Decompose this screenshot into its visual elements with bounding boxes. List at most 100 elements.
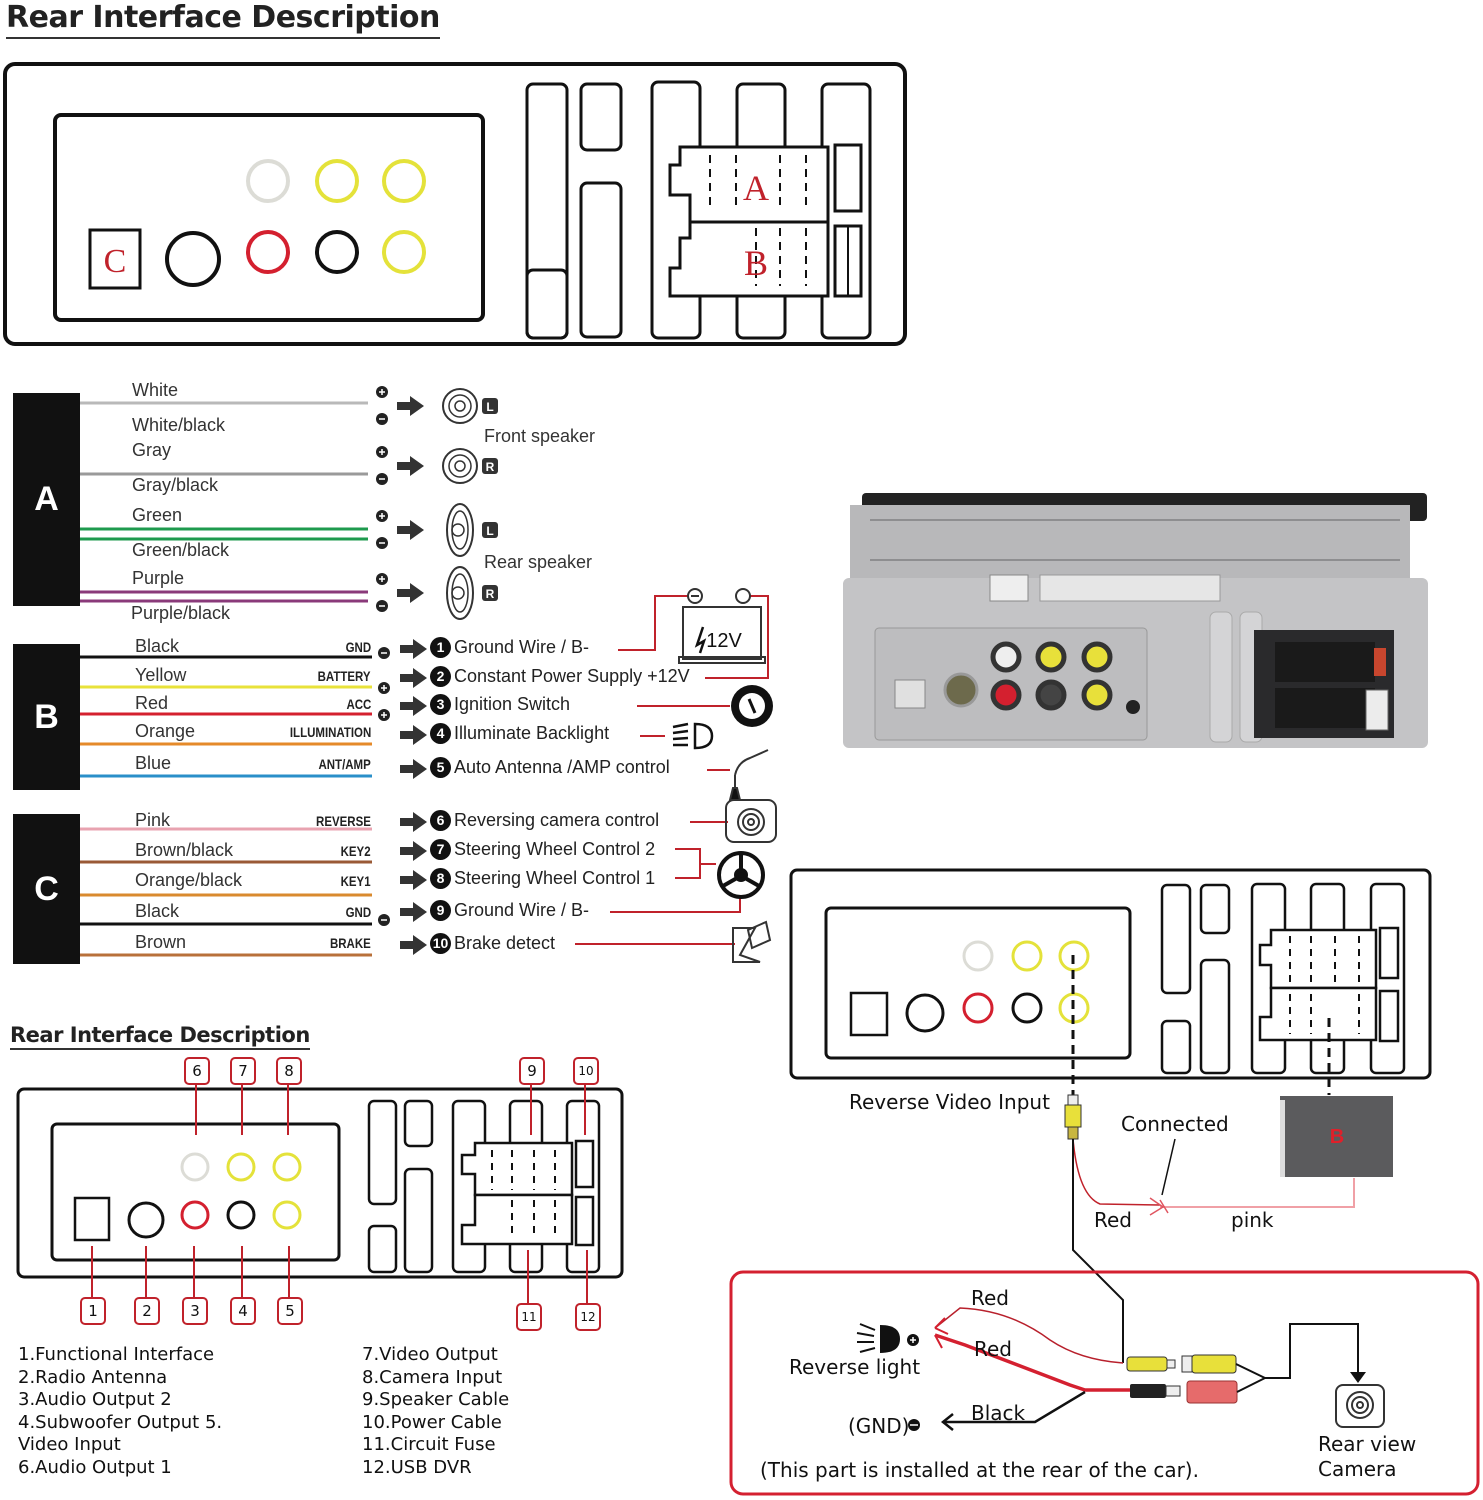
top-rear-panel [3, 62, 907, 346]
headlight-icon [672, 722, 714, 750]
handbrake-icon [732, 920, 772, 963]
speaker-icon: L [376, 386, 498, 425]
jack-red [246, 230, 290, 274]
wire-function-label: ANT/AMP [318, 756, 371, 772]
connector-c [88, 228, 142, 290]
harness-a-wire-label: Purple/black [131, 603, 231, 623]
wire-function-label: BATTERY [318, 668, 371, 684]
pink-wire-label: pink [1231, 1208, 1274, 1232]
arrow-icon [400, 870, 427, 890]
wire-function-label: BRAKE [330, 935, 371, 951]
callout-badge: 1 [80, 1297, 106, 1325]
wire-description-text: Ground Wire / B- [454, 900, 590, 920]
steering-wheel-icon [717, 851, 765, 899]
speaker-icon: R [376, 566, 498, 620]
step-number-badge: 3 [430, 694, 451, 715]
rear-view-camera-label-2: Camera [1318, 1457, 1397, 1481]
svg-text:R: R [486, 460, 495, 474]
callout-badge: 7 [230, 1057, 256, 1085]
wire-color-label: Black [135, 901, 180, 921]
wire-color-label: Brown/black [135, 840, 234, 860]
callout-badge: 10 [573, 1057, 599, 1085]
gnd-label: (GND) [848, 1414, 910, 1438]
jack-black [315, 230, 359, 274]
wire-function-label: GND [345, 639, 371, 655]
jack-white [246, 159, 290, 203]
wire-function-label: REVERSE [316, 813, 371, 829]
callout-leaders [91, 1083, 588, 1303]
harness-a-wire-label: Green [132, 505, 183, 525]
jack-yellow-2 [382, 159, 426, 203]
step-number-badge: 4 [430, 723, 451, 744]
wire-description-text: Constant Power Supply +12V [454, 666, 690, 686]
wire-function-label: ILLUMINATION [289, 724, 371, 740]
camera-cable-connectors [1126, 1354, 1238, 1404]
top-section-title: Rear Interface Description [6, 0, 440, 39]
arrow-icon [400, 841, 427, 861]
radio-antenna-jack [165, 231, 221, 287]
speaker-icon: R [376, 446, 498, 485]
jack-yellow-1 [315, 159, 359, 203]
wire-function-label: KEY2 [341, 843, 371, 859]
wire-description-text: Auto Antenna /AMP control [454, 757, 670, 777]
reverse-video-input-label: Reverse Video Input [849, 1090, 1050, 1114]
front-speaker-label: Front speaker [484, 426, 596, 446]
bottom-section-title: Rear Interface Description [10, 1022, 310, 1050]
callout-badge: 12 [575, 1303, 601, 1331]
wire-description-text: Ground Wire / B- [454, 637, 590, 657]
black-wire-label: Black [971, 1401, 1026, 1425]
red-wire-label-1: Red [971, 1286, 1009, 1310]
arrow-icon [400, 935, 427, 955]
minus-icon [378, 914, 390, 926]
wire-color-label: Brown [135, 932, 187, 952]
arrow-icon [400, 759, 427, 779]
step-number-badge: 2 [430, 666, 451, 687]
svg-text:L: L [486, 524, 493, 538]
connector-b-box-label: B [1330, 1126, 1344, 1148]
wire-function-label: GND [345, 904, 371, 920]
harness-b-block: B [13, 644, 80, 790]
callout-badge: 4 [230, 1297, 256, 1325]
rear-speaker-label: Rear speaker [484, 552, 593, 572]
wire-description-text: Steering Wheel Control 2 [454, 839, 656, 859]
dashed-connection-lines [1071, 955, 1331, 1095]
step-number-badge: 1 [430, 637, 451, 658]
step-number-badge: 5 [430, 757, 451, 778]
arrow-icon [400, 725, 427, 745]
arrow-icon [400, 668, 427, 688]
accessory-icons [575, 595, 769, 945]
wire-color-label: Orange [135, 721, 196, 741]
arrow-icon [400, 812, 427, 832]
callout-badge: 9 [519, 1057, 545, 1085]
wire-function-label: ACC [346, 696, 371, 712]
wire-description-text: Ignition Switch [454, 694, 571, 714]
rca-plug-icon [1064, 1094, 1082, 1140]
wire-color-label: Pink [135, 810, 171, 830]
wire-color-label: Orange/black [135, 870, 243, 890]
connector-b-label: B [744, 243, 768, 283]
wire-color-label: Red [135, 693, 169, 713]
legend-left: 1.Functional Interface 2.Radio Antenna 3… [18, 1344, 223, 1478]
callout-badge: 8 [276, 1057, 302, 1085]
callout-badge: 6 [184, 1057, 210, 1085]
step-number-badge: 6 [430, 810, 451, 831]
wire-description-text: Illuminate Backlight [454, 723, 610, 743]
rear-view-camera-icon [1335, 1384, 1385, 1428]
connector-b-box [1280, 1096, 1393, 1177]
callout-badge: 11 [516, 1303, 542, 1331]
install-note: (This part is installed at the rear of t… [760, 1458, 1199, 1482]
legend-right: 7.Video Output 8.Camera Input 9.Speaker … [362, 1344, 510, 1478]
wire-function-label: KEY1 [341, 873, 371, 889]
svg-text:L: L [486, 400, 493, 414]
harness-a-wire-label: White/black [132, 415, 226, 435]
red-wire-label: Red [1094, 1208, 1132, 1232]
svg-text:R: R [486, 587, 495, 601]
harness-a-wire-label: White [132, 380, 179, 400]
wire-description-text: Reversing camera control [454, 810, 660, 830]
